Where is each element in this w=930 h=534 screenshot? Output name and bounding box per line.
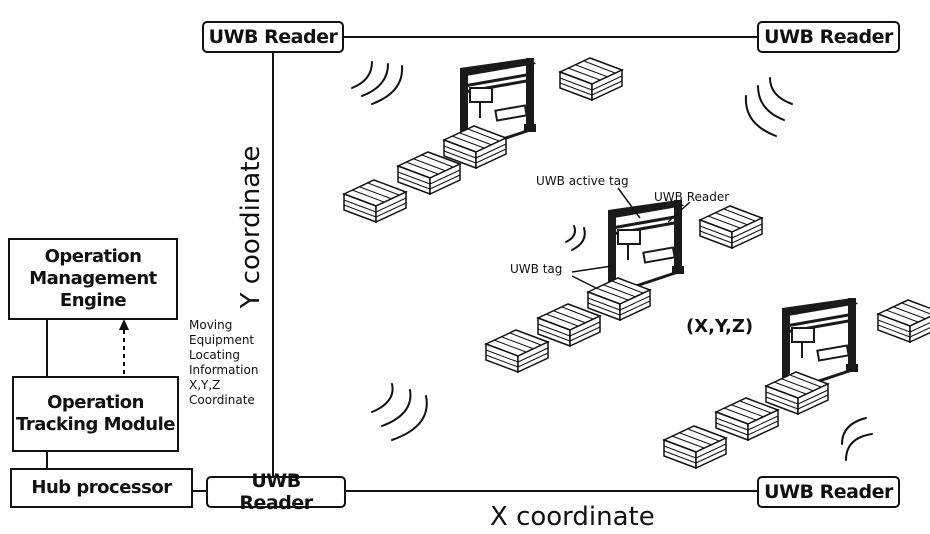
- hub-processor-box: Hub processor: [10, 468, 193, 508]
- operation-tracking-module-box: Operation Tracking Module: [12, 376, 179, 452]
- container-stacks: [343, 57, 930, 469]
- locating-information-text: Moving Equipment Locating Information X,…: [189, 318, 259, 407]
- uwb-tag-label: UWB tag: [510, 262, 563, 276]
- uwb-reader-bottom-right: UWB Reader: [757, 476, 900, 508]
- uwb-reader-crane-label: UWB Reader: [654, 190, 730, 204]
- uwb-reader-top-left: UWB Reader: [202, 21, 344, 53]
- y-axis-label: Y coordinate: [236, 145, 266, 309]
- operation-management-engine-box: Operation Management Engine: [8, 238, 178, 320]
- uwb-reader-top-right: UWB Reader: [757, 21, 900, 53]
- info-arrow-head: [119, 319, 129, 330]
- signal-waves: [351, 61, 873, 461]
- uwb-active-tag-label: UWB active tag: [536, 174, 629, 188]
- x-axis-label: X coordinate: [490, 502, 655, 532]
- uwb-reader-bottom-left: UWB Reader: [206, 470, 346, 514]
- annotation-pointers: [571, 187, 691, 289]
- position-xyz-label: (X,Y,Z): [686, 316, 754, 337]
